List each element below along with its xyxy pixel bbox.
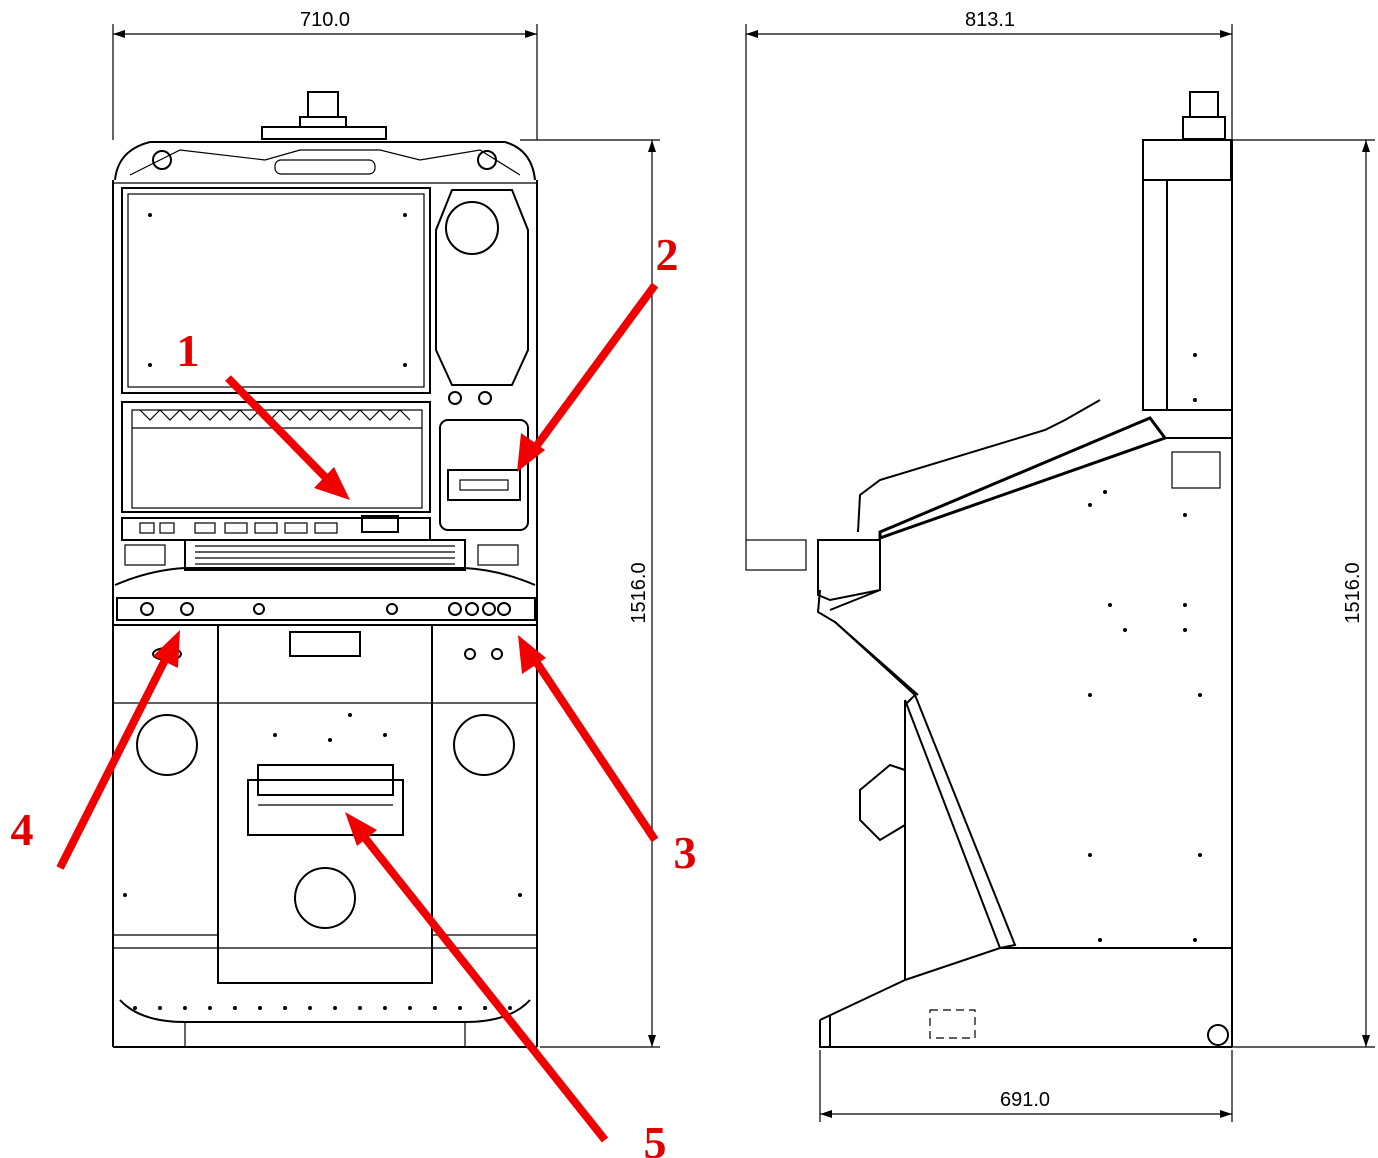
- callout-3: 3: [518, 635, 697, 878]
- callout-5-label: 5: [644, 1117, 667, 1158]
- callout-4: 4: [11, 630, 180, 870]
- callout-2: 2: [517, 229, 679, 472]
- front-view: [112, 91, 538, 1048]
- side-base-dimension: 691.0: [819, 1050, 1233, 1122]
- side-base-label: 691.0: [1000, 1089, 1050, 1111]
- side-depth-label: 813.1: [965, 9, 1015, 31]
- callout-3-label: 3: [674, 827, 697, 878]
- side-height-label: 1516.0: [1342, 562, 1364, 623]
- side-view: [745, 91, 1233, 1048]
- callout-5: 5: [345, 812, 667, 1158]
- front-height-dimension: 1516.0: [520, 139, 660, 1048]
- callout-1-label: 1: [177, 325, 200, 376]
- callout-4-label: 4: [11, 804, 34, 855]
- front-height-label: 1516.0: [628, 562, 650, 623]
- callout-1: 1: [177, 325, 350, 500]
- side-height-dimension: 1516.0: [1232, 139, 1375, 1048]
- front-width-label: 710.0: [300, 9, 350, 31]
- side-depth-dimension: 813.1: [745, 9, 1233, 540]
- front-width-dimension: 710.0: [112, 9, 538, 140]
- callout-2-label: 2: [656, 229, 679, 280]
